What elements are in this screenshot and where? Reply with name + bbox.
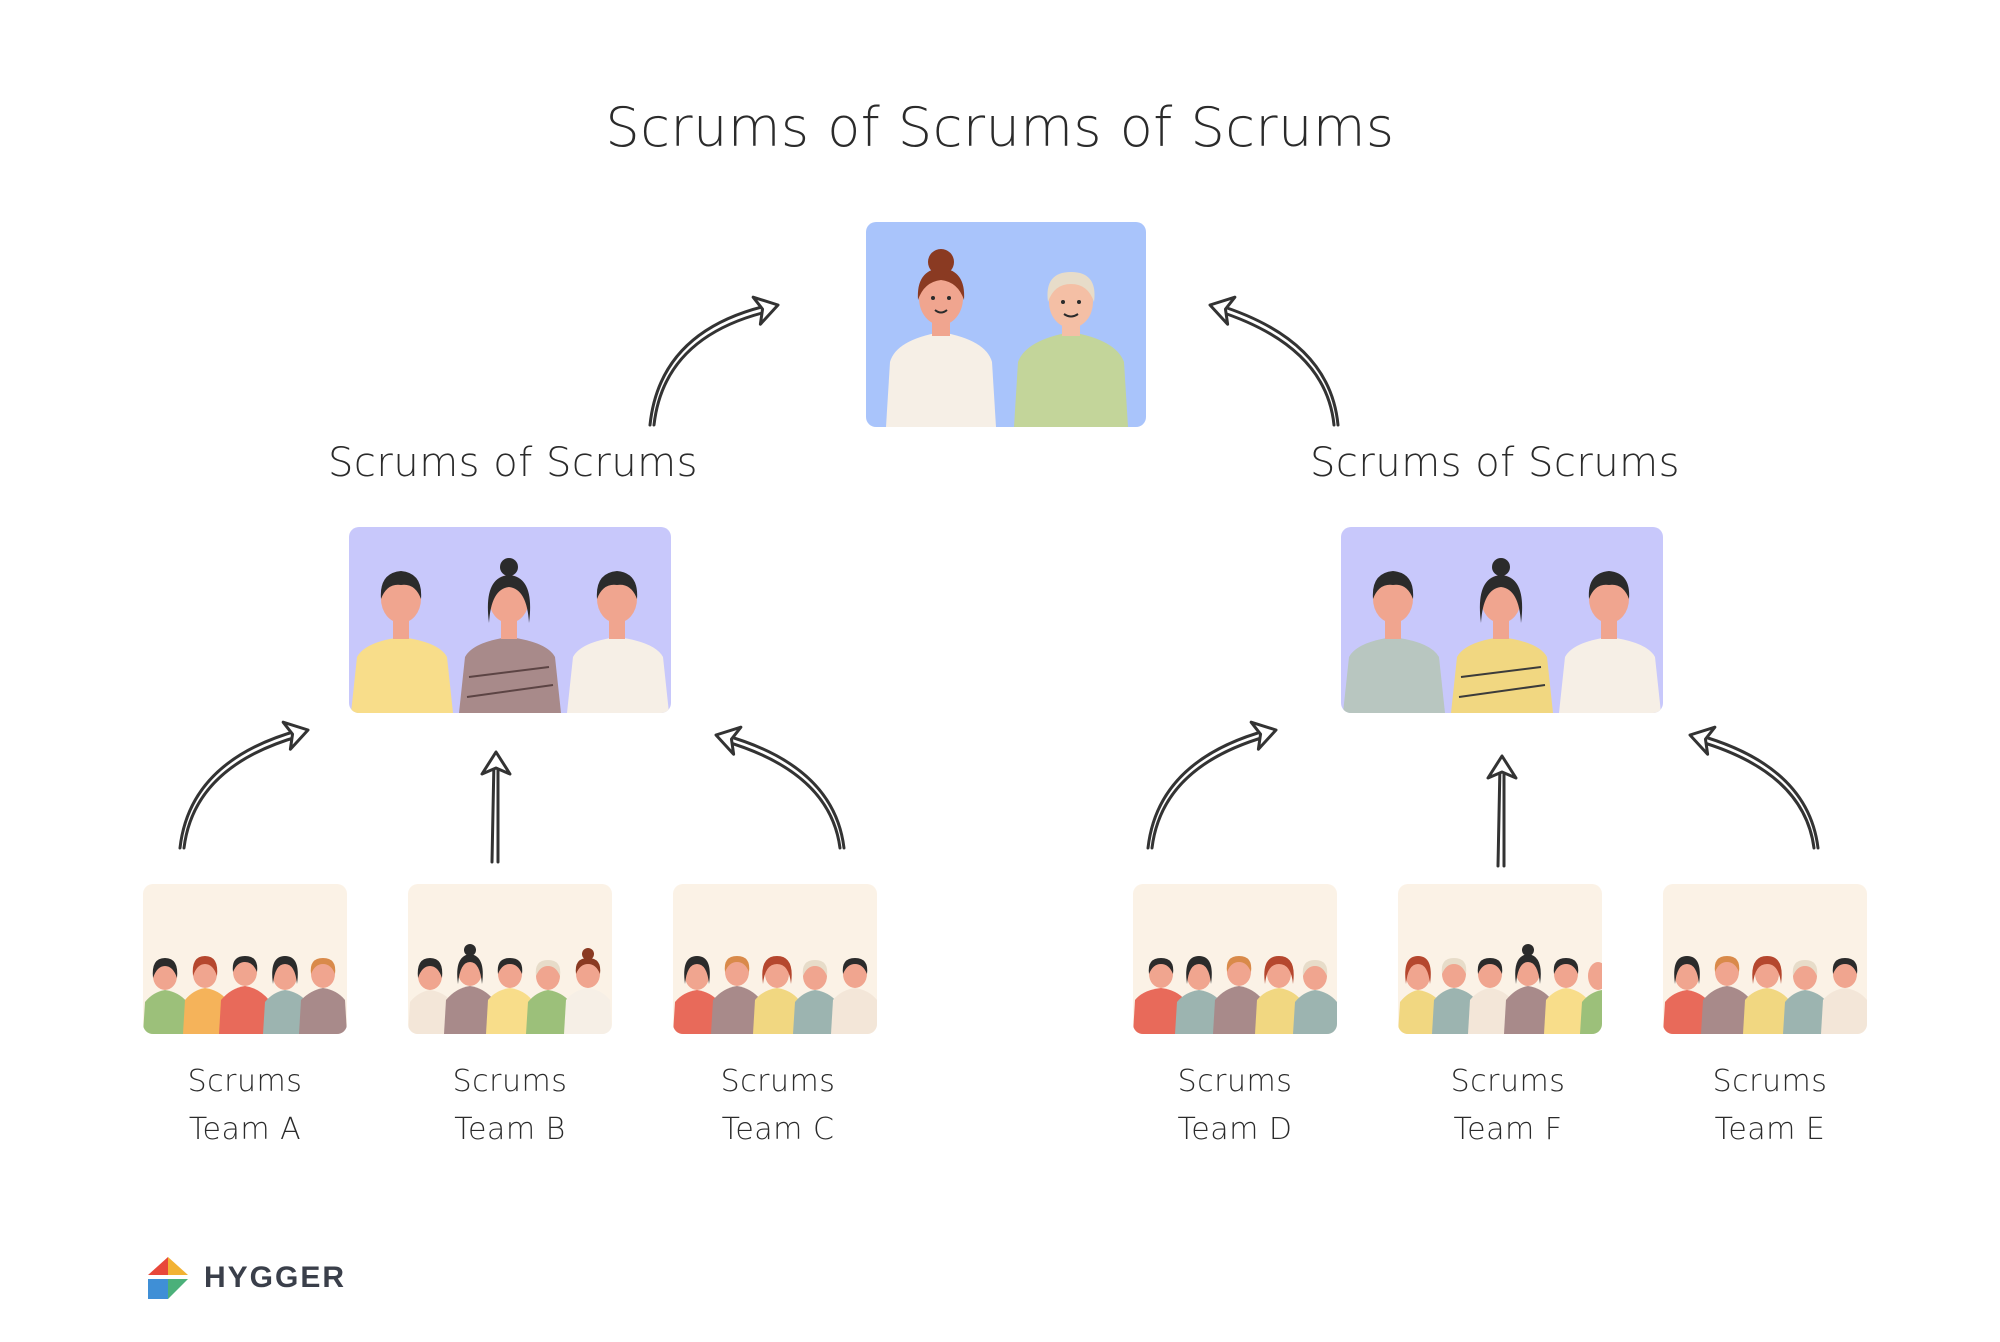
team-f-label: Scrums Team F — [1398, 1058, 1618, 1154]
team-label-line2: Team E — [1714, 1112, 1826, 1147]
arrow-team-b-to-left-group — [480, 750, 512, 864]
team-label-line2: Team D — [1177, 1112, 1293, 1147]
crowd-illustration — [1133, 956, 1337, 1034]
team-d-card — [1133, 884, 1337, 1034]
diagram-title: Scrums of Scrums of Scrums — [605, 96, 1395, 159]
team-label-line1: Scrums — [1177, 1064, 1293, 1099]
team-a-label: Scrums Team A — [135, 1058, 355, 1154]
team-label-line1: Scrums — [1712, 1064, 1828, 1099]
hygger-logo: HYGGER — [146, 1255, 346, 1301]
arrow-team-e-to-right-group — [1684, 719, 1820, 850]
team-label-line1: Scrums — [187, 1064, 303, 1099]
team-e-card — [1663, 884, 1867, 1034]
team-c-label: Scrums Team C — [668, 1058, 888, 1154]
group-left-label: Scrums of Scrums — [328, 440, 698, 486]
crowd-illustration — [408, 944, 612, 1034]
team-label-line1: Scrums — [1450, 1064, 1566, 1099]
three-people-illustration — [351, 558, 669, 713]
arrow-team-f-to-right-group — [1486, 754, 1518, 868]
crowd-illustration — [143, 956, 347, 1034]
arrow-right-to-top — [1204, 289, 1340, 427]
team-b-card — [408, 884, 612, 1034]
team-label-line1: Scrums — [452, 1064, 568, 1099]
team-f-card — [1398, 884, 1602, 1034]
team-label-line2: Team A — [188, 1112, 302, 1147]
hygger-logo-icon — [148, 1257, 188, 1299]
group-right-card — [1341, 527, 1663, 713]
team-label-line2: Team F — [1453, 1112, 1563, 1147]
team-d-label: Scrums Team D — [1125, 1058, 1345, 1154]
arrow-team-d-to-right-group — [1146, 714, 1282, 850]
arrow-team-c-to-left-group — [710, 719, 846, 850]
team-b-label: Scrums Team B — [400, 1058, 620, 1154]
crowd-illustration — [1663, 956, 1867, 1034]
top-team-card — [866, 222, 1146, 427]
team-label-line2: Team B — [454, 1112, 566, 1147]
arrow-team-a-to-left-group — [178, 714, 314, 850]
team-label-line2: Team C — [721, 1112, 835, 1147]
team-c-card — [673, 884, 877, 1034]
arrow-left-to-top — [648, 289, 784, 427]
crowd-illustration — [1398, 944, 1602, 1034]
group-right-label: Scrums of Scrums — [1310, 440, 1680, 486]
three-people-illustration — [1343, 558, 1661, 713]
group-left-card — [349, 527, 671, 713]
crowd-illustration — [673, 956, 877, 1034]
team-a-card — [143, 884, 347, 1034]
team-label-line1: Scrums — [720, 1064, 836, 1099]
hygger-logo-text: HYGGER — [204, 1261, 347, 1294]
team-e-label: Scrums Team E — [1660, 1058, 1880, 1154]
two-people-illustration — [886, 249, 1128, 427]
